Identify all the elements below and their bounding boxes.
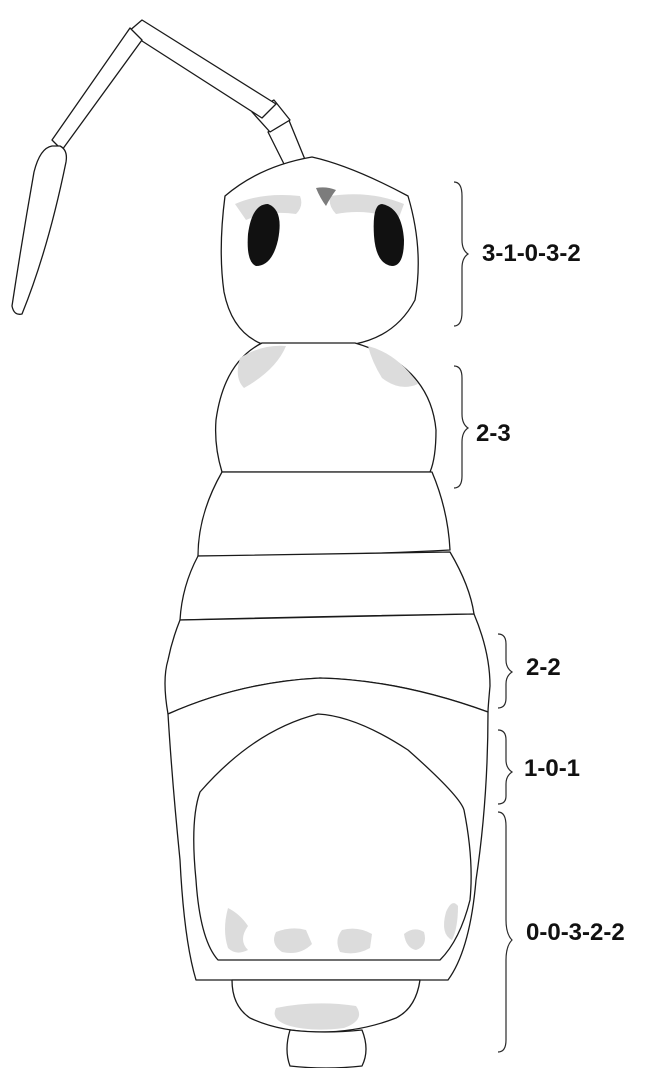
chaetotaxy-label-abdomen-4: 1-0-1 <box>524 755 580 783</box>
chaetotaxy-label-abdomen-1-3: 2-2 <box>526 654 561 682</box>
thorax-segment-2 <box>198 472 450 556</box>
thorax-segment-3 <box>180 552 474 620</box>
brace-abdomen-4 <box>498 730 512 804</box>
chaetotaxy-label-head: 3-1-0-3-2 <box>482 240 581 268</box>
chaetotaxy-label-thorax: 2-3 <box>476 420 511 448</box>
brace-abdomen-5 <box>498 812 512 1052</box>
abdomen-patch-3 <box>337 929 372 954</box>
brace-abdomen-1-3 <box>498 634 512 708</box>
thorax-2-outline <box>198 472 450 556</box>
brace-head <box>454 182 468 326</box>
brace-thorax-1 <box>454 366 468 488</box>
antenna-segment-3 <box>128 20 276 118</box>
thorax-segment-1 <box>216 343 436 472</box>
antenna-segment-4 <box>52 28 142 150</box>
thorax-3-outline <box>180 552 474 620</box>
abdomen-segment-6 <box>287 1030 366 1068</box>
abdomen <box>165 614 490 1068</box>
chaetotaxy-label-abdomen-5: 0-0-3-2-2 <box>526 919 625 947</box>
head <box>221 157 418 344</box>
antenna-segment-5 <box>12 146 66 314</box>
